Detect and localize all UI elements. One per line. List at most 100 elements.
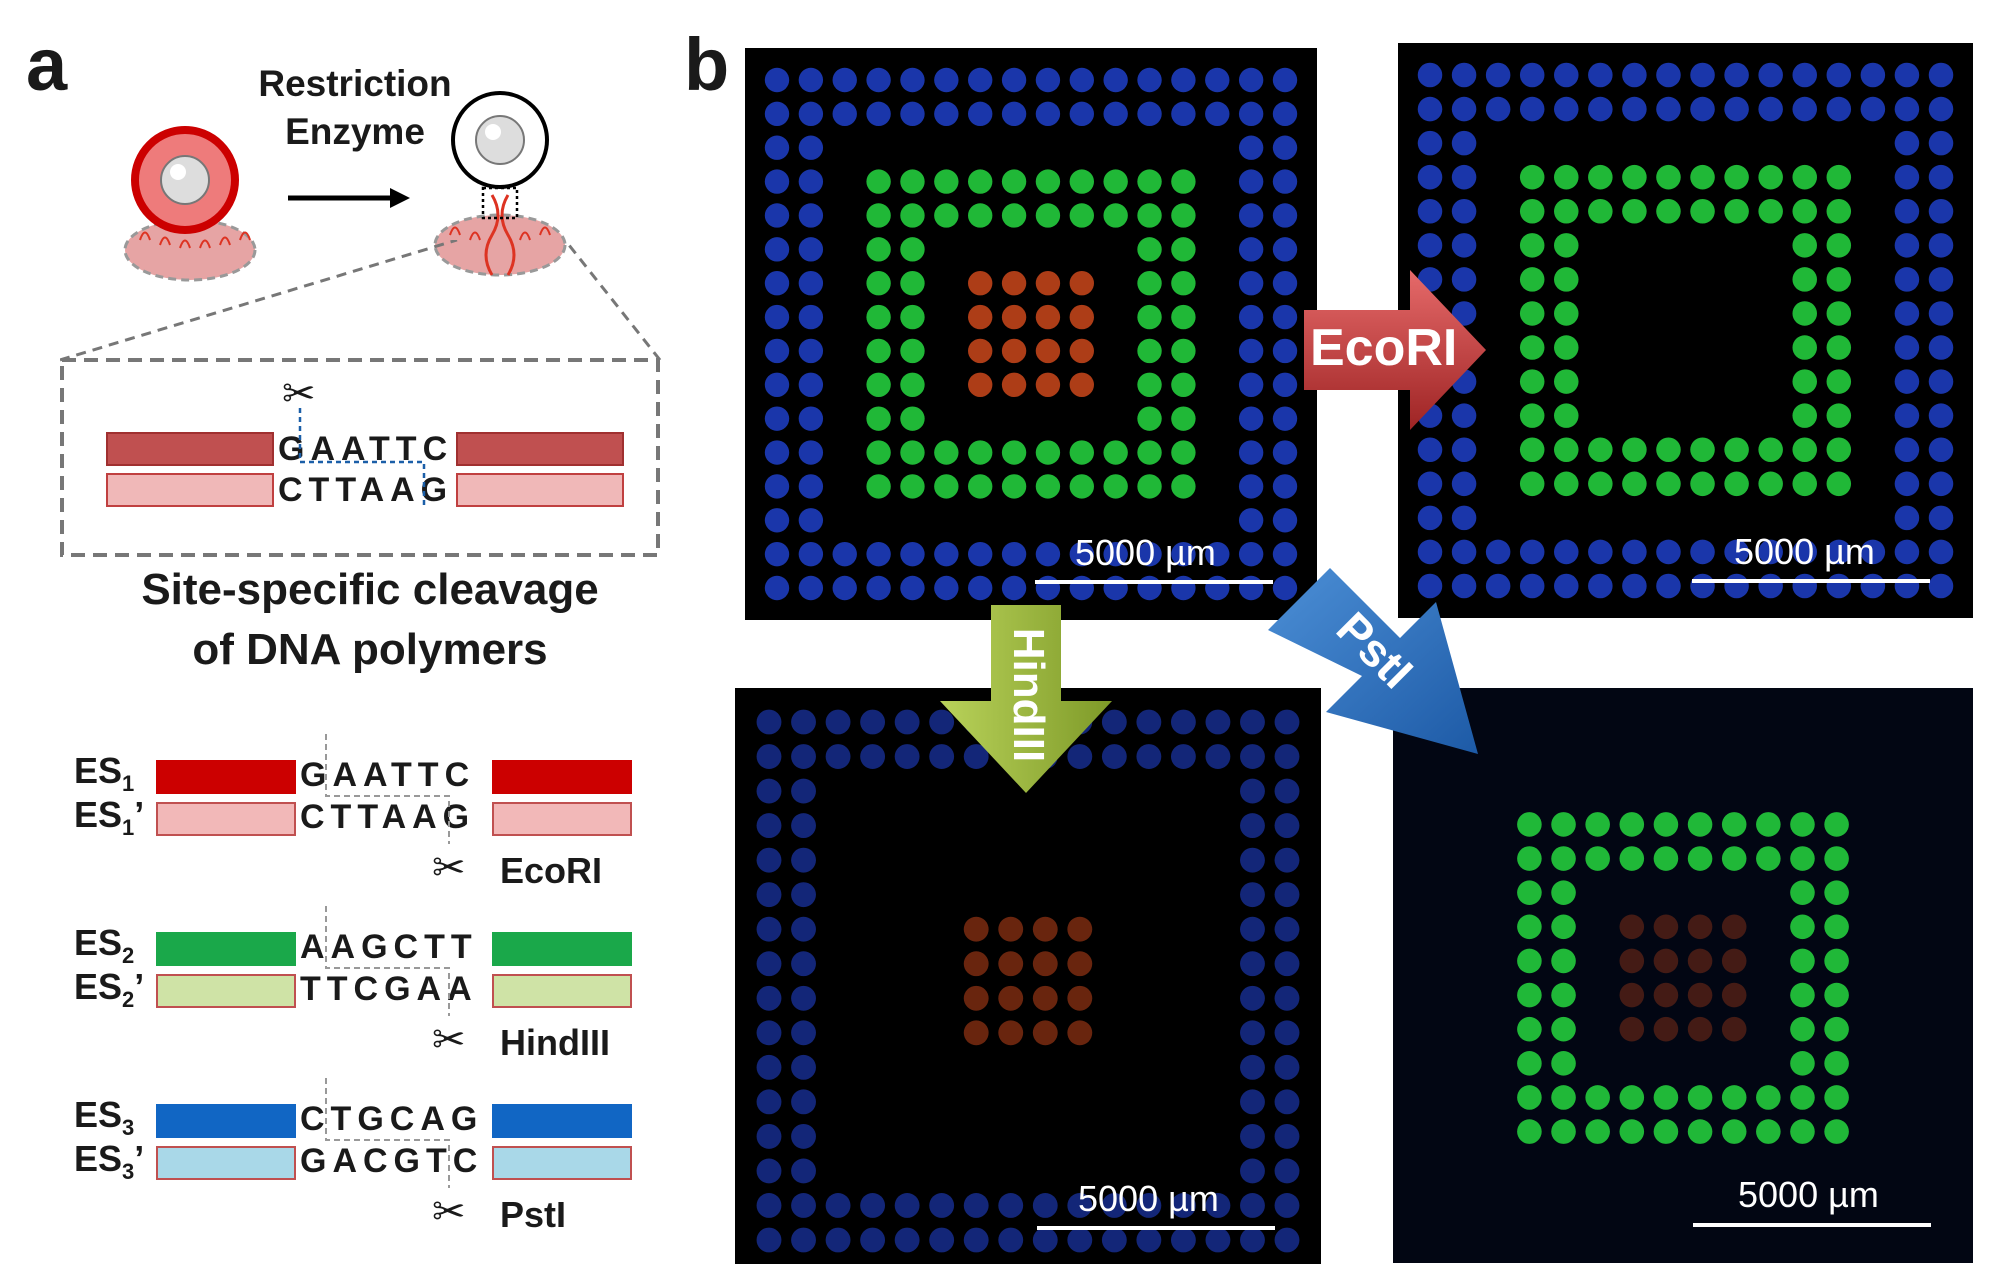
blue-spot bbox=[764, 101, 790, 127]
blue-spot bbox=[998, 1227, 1024, 1253]
red-spot bbox=[1067, 1020, 1093, 1046]
green-spot bbox=[1826, 403, 1852, 428]
green-spot bbox=[1824, 846, 1849, 871]
blue-spot bbox=[798, 541, 824, 567]
blue-spot bbox=[791, 1089, 816, 1115]
blue-spot bbox=[798, 271, 824, 296]
blue-spot bbox=[1758, 573, 1783, 599]
strand-top-seq: AAGCTT bbox=[300, 928, 478, 966]
red-spot bbox=[1721, 1016, 1747, 1042]
blue-spot bbox=[1274, 985, 1300, 1011]
red-spot bbox=[1069, 338, 1094, 364]
blue-spot bbox=[791, 985, 816, 1011]
green-spot bbox=[1519, 403, 1545, 428]
cleaved-helix bbox=[484, 194, 500, 276]
blue-spot bbox=[866, 67, 891, 93]
green-spot bbox=[968, 440, 993, 465]
red-spot bbox=[963, 1020, 989, 1046]
green-spot bbox=[900, 338, 925, 364]
strand-bottom-left bbox=[156, 974, 296, 1008]
blue-spot bbox=[1240, 1193, 1265, 1218]
blue-spot bbox=[1238, 67, 1264, 93]
red-spot bbox=[1069, 372, 1094, 397]
green-spot bbox=[900, 237, 925, 262]
blue-spot bbox=[791, 778, 816, 804]
green-spot bbox=[934, 440, 959, 465]
scale-bar-psti bbox=[1693, 1223, 1931, 1227]
blue-spot bbox=[1894, 96, 1920, 122]
green-spot bbox=[1069, 203, 1094, 228]
blue-spot bbox=[1240, 1054, 1265, 1080]
blue-spot bbox=[1622, 96, 1647, 122]
blue-spot bbox=[1928, 96, 1954, 122]
green-spot bbox=[1792, 164, 1817, 190]
blue-spot bbox=[1792, 62, 1817, 88]
blue-spot bbox=[860, 709, 886, 735]
green-spot bbox=[1554, 301, 1579, 326]
blue-spot bbox=[1240, 882, 1265, 908]
green-spot bbox=[1758, 199, 1783, 224]
red-spot bbox=[1032, 951, 1058, 977]
green-spot bbox=[1517, 1016, 1542, 1042]
blue-spot bbox=[968, 541, 993, 567]
blue-spot bbox=[1894, 233, 1920, 258]
red-spot bbox=[1653, 1016, 1679, 1042]
blue-spot bbox=[1860, 96, 1886, 122]
green-spot bbox=[1824, 914, 1849, 940]
green-spot bbox=[1758, 164, 1783, 190]
blue-spot bbox=[764, 406, 790, 431]
red-spot bbox=[1069, 304, 1094, 330]
blue-spot bbox=[1724, 96, 1749, 122]
blue-spot bbox=[1136, 709, 1162, 735]
red-spot bbox=[968, 338, 993, 364]
blue-spot bbox=[1103, 541, 1128, 567]
blue-spot bbox=[1274, 744, 1300, 769]
green-spot bbox=[1790, 914, 1815, 940]
image-hindiii: 5000 µm bbox=[735, 688, 1321, 1264]
green-spot bbox=[1826, 267, 1852, 292]
blue-spot bbox=[1238, 440, 1264, 465]
blue-spot bbox=[1274, 1054, 1300, 1080]
blue-spot bbox=[1205, 101, 1230, 127]
blue-spot bbox=[1928, 539, 1954, 565]
green-spot bbox=[1687, 1085, 1713, 1110]
green-spot bbox=[934, 169, 959, 194]
blue-spot bbox=[1001, 575, 1027, 601]
scale-bar-ecori bbox=[1692, 579, 1930, 583]
blue-spot bbox=[798, 338, 824, 364]
blue-spot bbox=[1103, 101, 1128, 127]
blue-spot bbox=[1238, 101, 1264, 127]
blue-spot bbox=[894, 1193, 920, 1218]
blue-spot bbox=[832, 67, 857, 93]
scale-label-psti: 5000 µm bbox=[1738, 1174, 1879, 1215]
green-spot bbox=[1137, 440, 1162, 465]
red-spot bbox=[1069, 271, 1094, 296]
red-spot bbox=[1001, 338, 1027, 364]
red-spot bbox=[1687, 914, 1713, 940]
blue-spot bbox=[1274, 1020, 1300, 1046]
green-spot bbox=[866, 237, 891, 262]
right-dna-strands bbox=[449, 226, 551, 241]
red-spot bbox=[1032, 985, 1058, 1011]
blue-spot bbox=[798, 372, 824, 397]
green-spot bbox=[1690, 199, 1715, 224]
blue-spot bbox=[1272, 67, 1298, 93]
green-spot bbox=[900, 203, 925, 228]
red-spot bbox=[1653, 948, 1679, 974]
green-spot bbox=[1554, 403, 1579, 428]
image-ecori: 5000 µm bbox=[1398, 43, 1973, 618]
blue-spot bbox=[1485, 96, 1511, 122]
green-spot bbox=[1519, 233, 1545, 258]
green-spot bbox=[1517, 948, 1542, 974]
blue-spot bbox=[1519, 573, 1545, 599]
blue-spot bbox=[1451, 199, 1477, 224]
strand-label-prime: ES2’ bbox=[74, 966, 145, 1013]
blue-spot bbox=[1451, 96, 1477, 122]
zoom-cut-line bbox=[298, 408, 426, 508]
blue-spot bbox=[1205, 709, 1231, 735]
green-spot bbox=[900, 440, 925, 465]
green-spot bbox=[1035, 474, 1061, 499]
blue-spot bbox=[791, 916, 816, 942]
blue-spot bbox=[756, 778, 782, 804]
green-spot bbox=[1554, 164, 1579, 190]
